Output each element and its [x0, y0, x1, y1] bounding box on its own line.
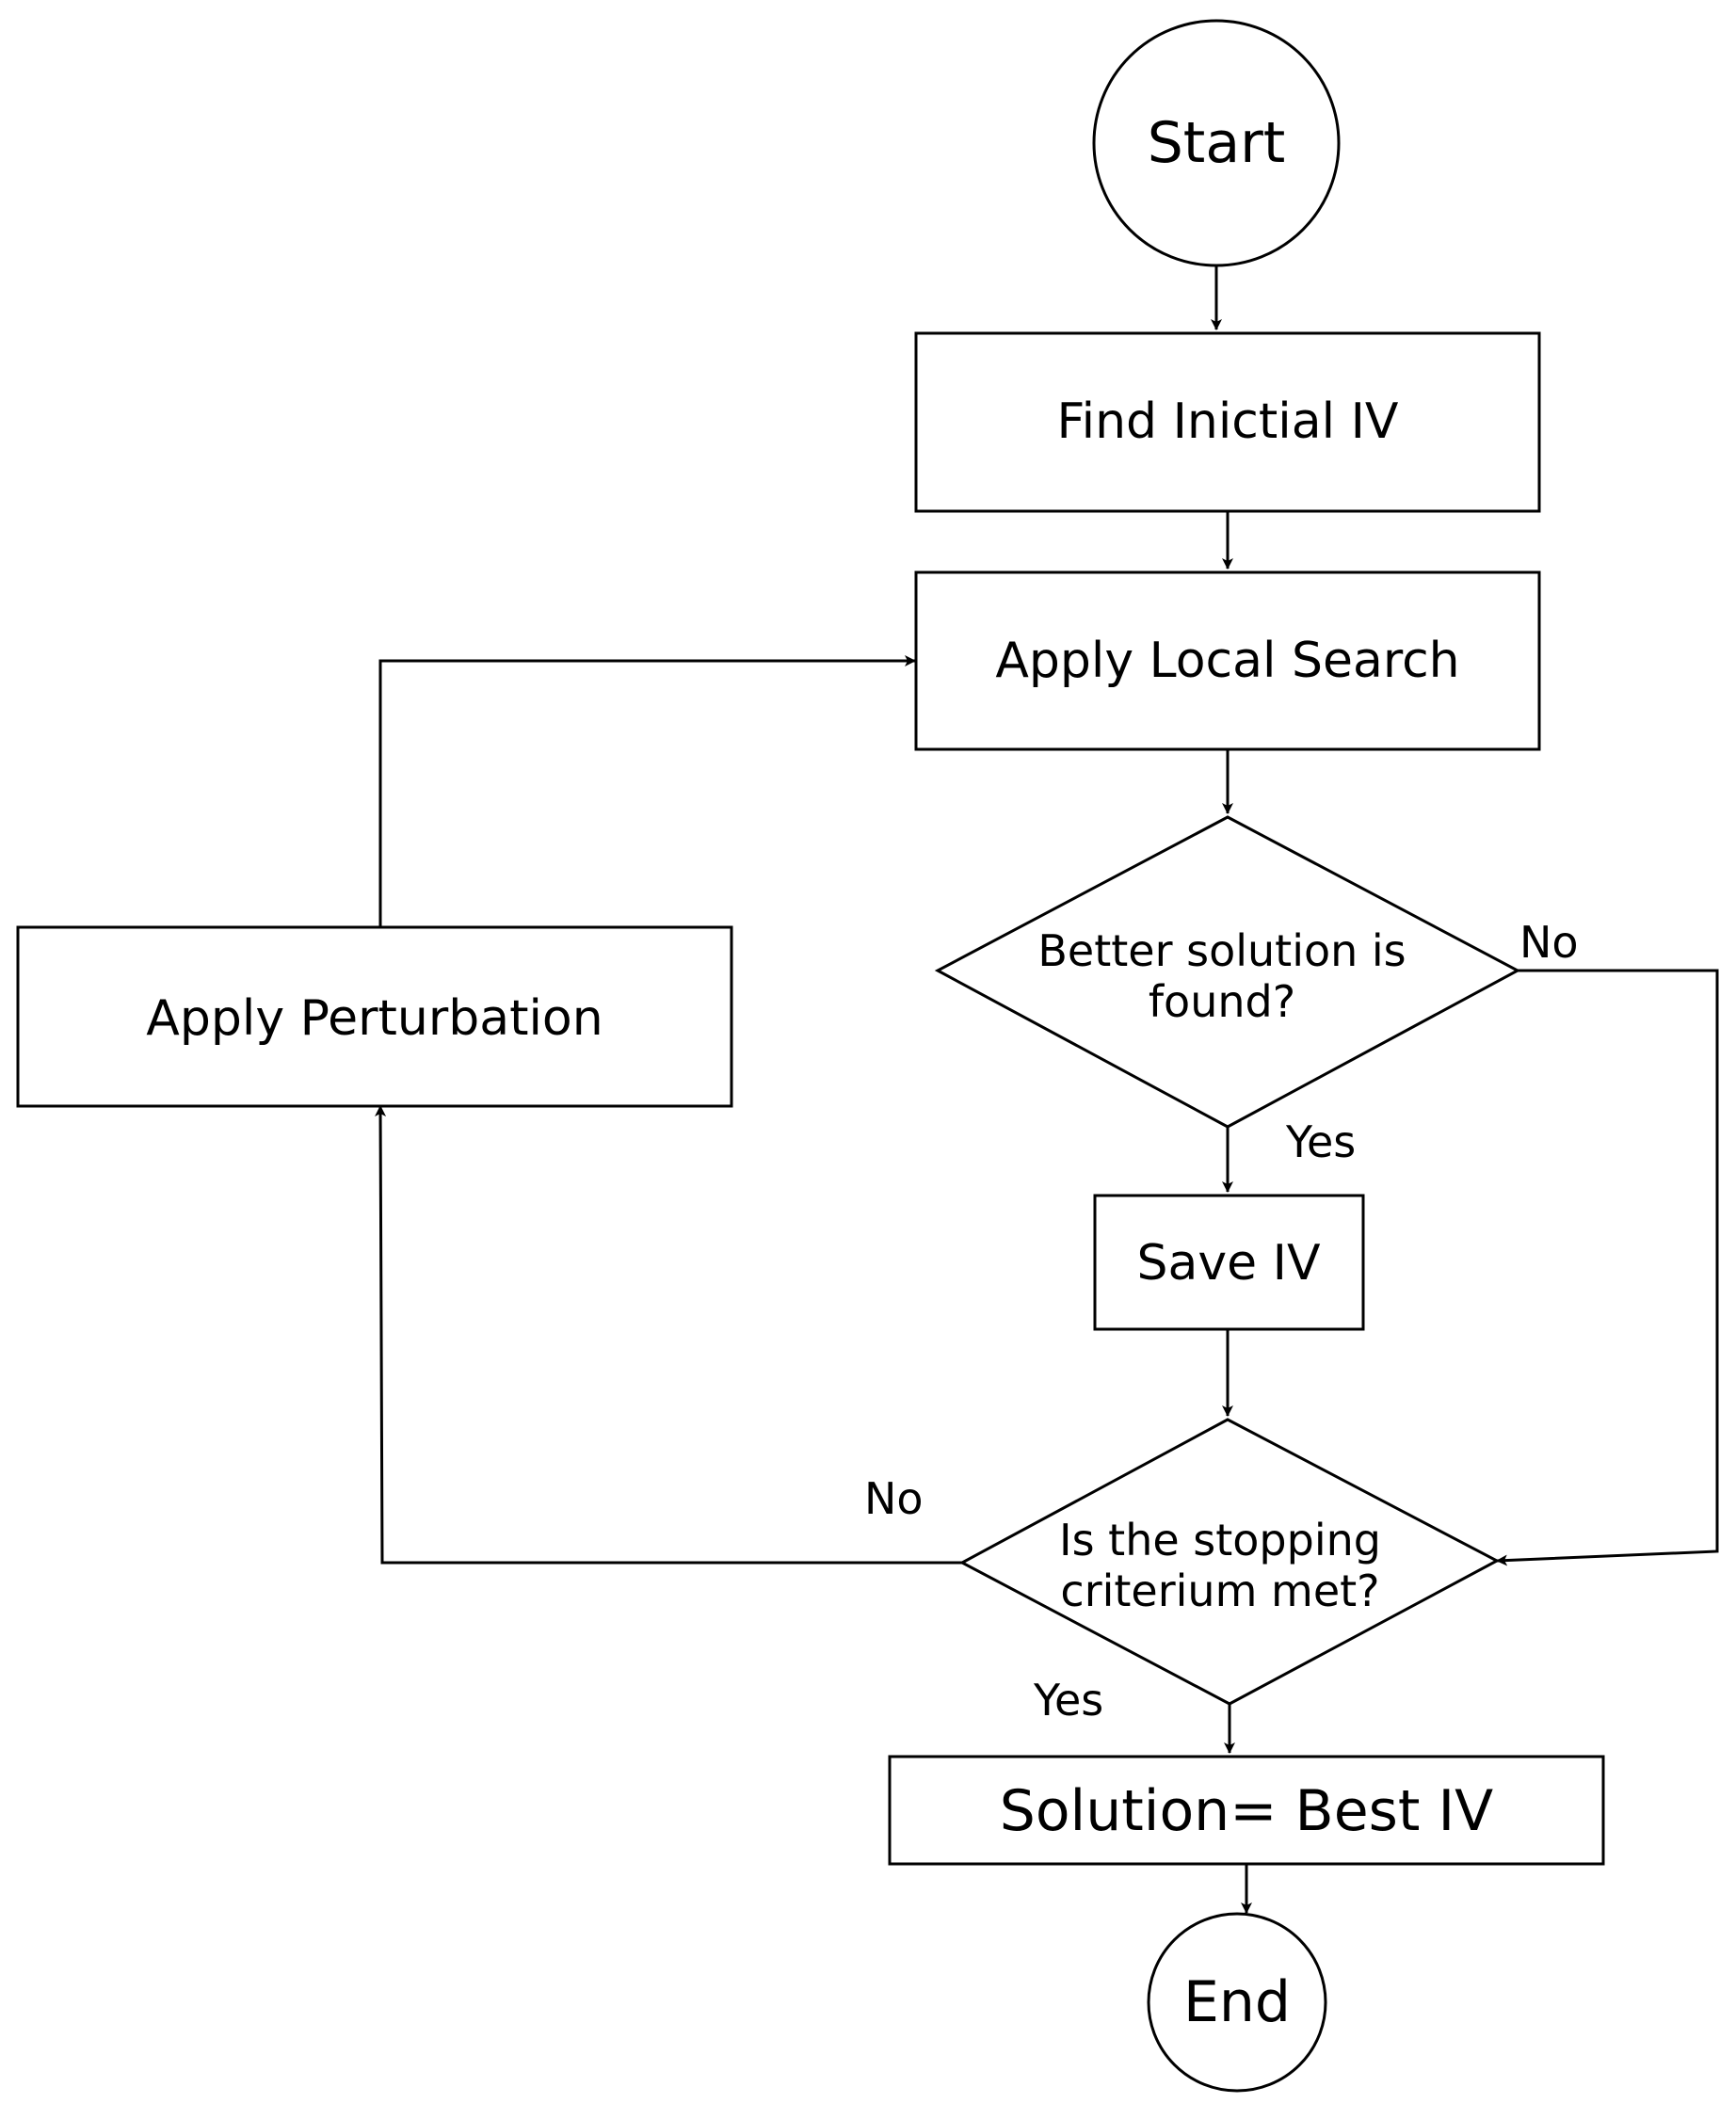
better-no-label: No — [1519, 917, 1579, 968]
end-node: End — [1147, 1912, 1327, 2093]
start-label: Start — [1148, 110, 1286, 176]
better-solution-line-2: found? — [1149, 976, 1295, 1027]
edge-stop-no-to-perturbation — [375, 1105, 962, 1565]
save-iv-label: Save IV — [1136, 1235, 1321, 1292]
better-solution-decision: Better solution is found? — [934, 815, 1521, 1129]
edge-perturbation-to-search — [378, 655, 916, 927]
edge-better-no-to-stop — [1496, 969, 1719, 1566]
stopping-criterion-line-1: Is the stopping — [1059, 1515, 1381, 1565]
stop-no-label: No — [864, 1473, 924, 1524]
local-search-node: Apply Local Search — [914, 570, 1541, 751]
stopping-criterion-line-2: criterium met? — [1060, 1565, 1379, 1616]
stop-yes-label: Yes — [1033, 1675, 1103, 1726]
find-initial-node: Find Inictial IV — [914, 331, 1541, 513]
solution-label: Solution= Best IV — [1000, 1778, 1493, 1844]
perturbation-label: Apply Perturbation — [146, 990, 603, 1047]
solution-node: Solution= Best IV — [888, 1755, 1605, 1866]
perturbation-node: Apply Perturbation — [16, 925, 733, 1108]
find-initial-label: Find Inictial IV — [1057, 393, 1399, 450]
better-yes-label: Yes — [1285, 1116, 1356, 1167]
start-node: Start — [1092, 19, 1341, 267]
better-solution-line-1: Better solution is — [1037, 925, 1406, 976]
save-iv-node: Save IV — [1093, 1194, 1365, 1331]
local-search-label: Apply Local Search — [995, 633, 1459, 689]
end-label: End — [1183, 1969, 1291, 2035]
stopping-criterion-decision: Is the stopping criterium met? — [958, 1418, 1501, 1706]
